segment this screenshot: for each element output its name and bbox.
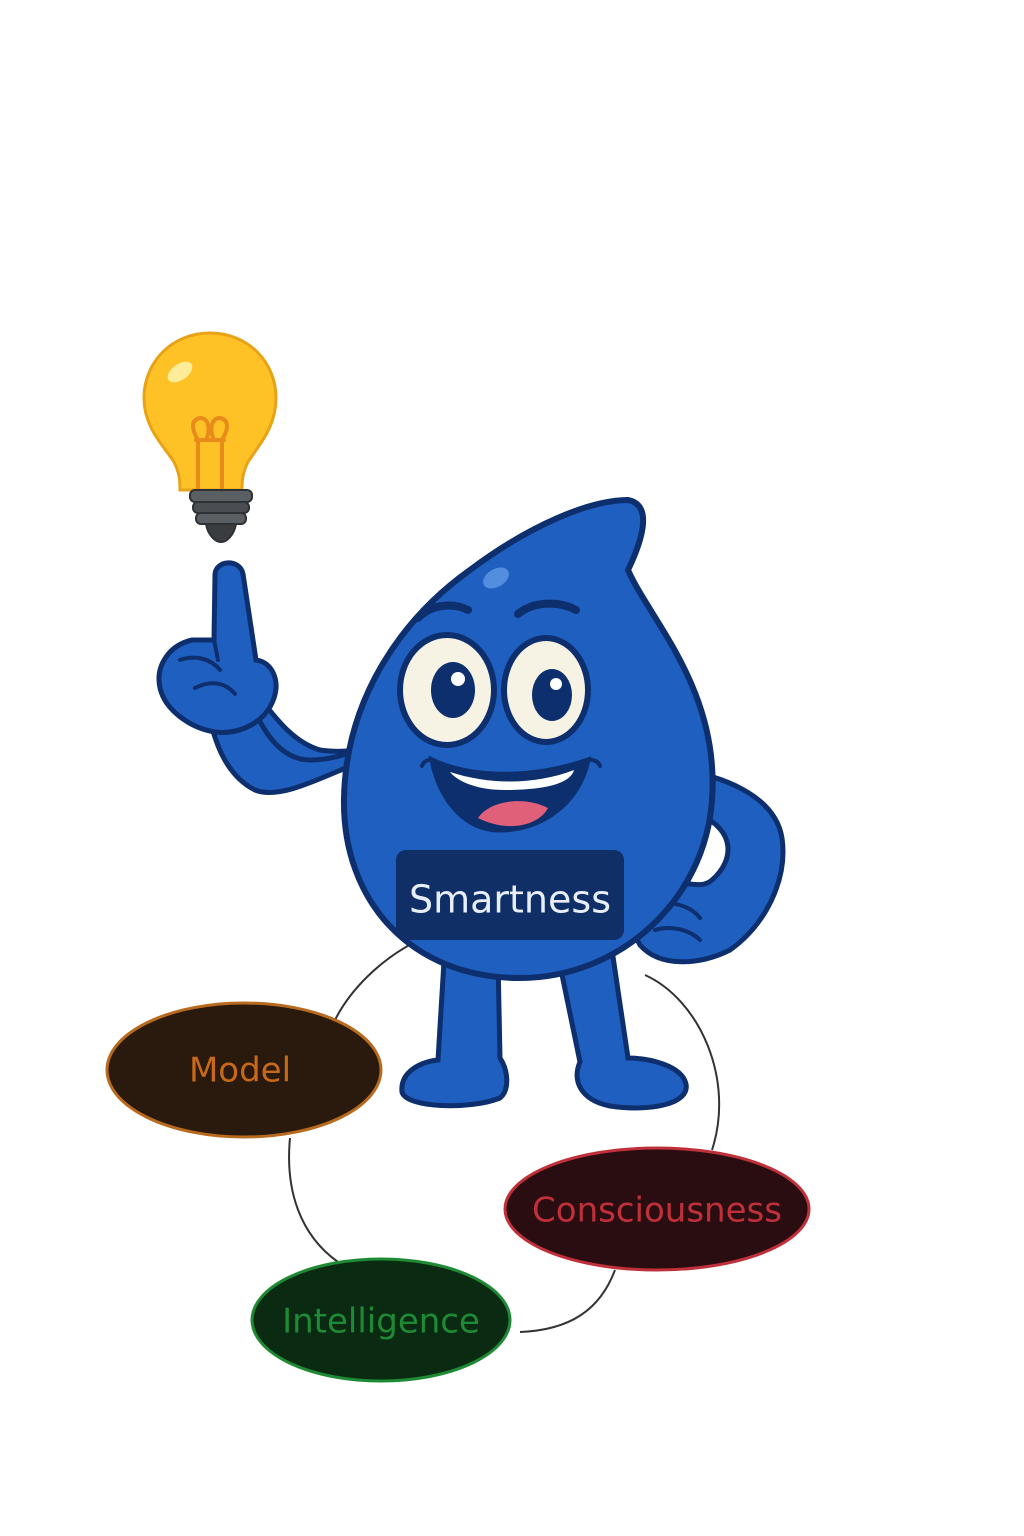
smile-corner-right xyxy=(580,757,602,768)
node-model-oval xyxy=(105,1001,383,1139)
water-drop-character: Smartness xyxy=(156,496,786,1111)
right-eyebrow xyxy=(514,599,580,618)
node-intelligence-label: Intelligence xyxy=(282,1302,480,1342)
node-consciousness: Consciousness xyxy=(503,1146,811,1272)
hand-fold-lines xyxy=(178,638,237,696)
left-leg xyxy=(399,941,510,1109)
shirt-label-panel xyxy=(396,850,624,940)
connector-lines xyxy=(288,941,721,1333)
shirt-label: Smartness xyxy=(396,850,624,940)
shirt-label-text: Smartness xyxy=(409,878,611,922)
right-eye xyxy=(501,635,591,745)
node-model-label: Model xyxy=(189,1051,291,1091)
drop-highlight xyxy=(483,567,509,589)
bulb-glass xyxy=(142,331,278,492)
bulb-highlight xyxy=(167,361,193,383)
smiling-mouth xyxy=(420,755,602,833)
bulb-filament xyxy=(191,415,229,490)
connector-model-to-intelligence xyxy=(288,1137,339,1263)
node-intelligence: Intelligence xyxy=(250,1257,512,1383)
bulb-base xyxy=(189,489,253,544)
node-intelligence-oval xyxy=(250,1257,512,1383)
connector-consciousness-to-intelligence xyxy=(519,1269,616,1333)
left-eyebrow xyxy=(414,601,472,622)
node-consciousness-label: Consciousness xyxy=(532,1191,782,1231)
right-leg xyxy=(557,946,689,1111)
connector-model-to-character xyxy=(334,941,416,1021)
smile-corner-left xyxy=(420,757,438,768)
connector-character-to-consciousness xyxy=(644,974,721,1151)
node-model: Model xyxy=(105,1001,383,1139)
left-eye xyxy=(397,632,497,748)
light-bulb-icon xyxy=(142,331,278,544)
node-consciousness-oval xyxy=(503,1146,811,1272)
